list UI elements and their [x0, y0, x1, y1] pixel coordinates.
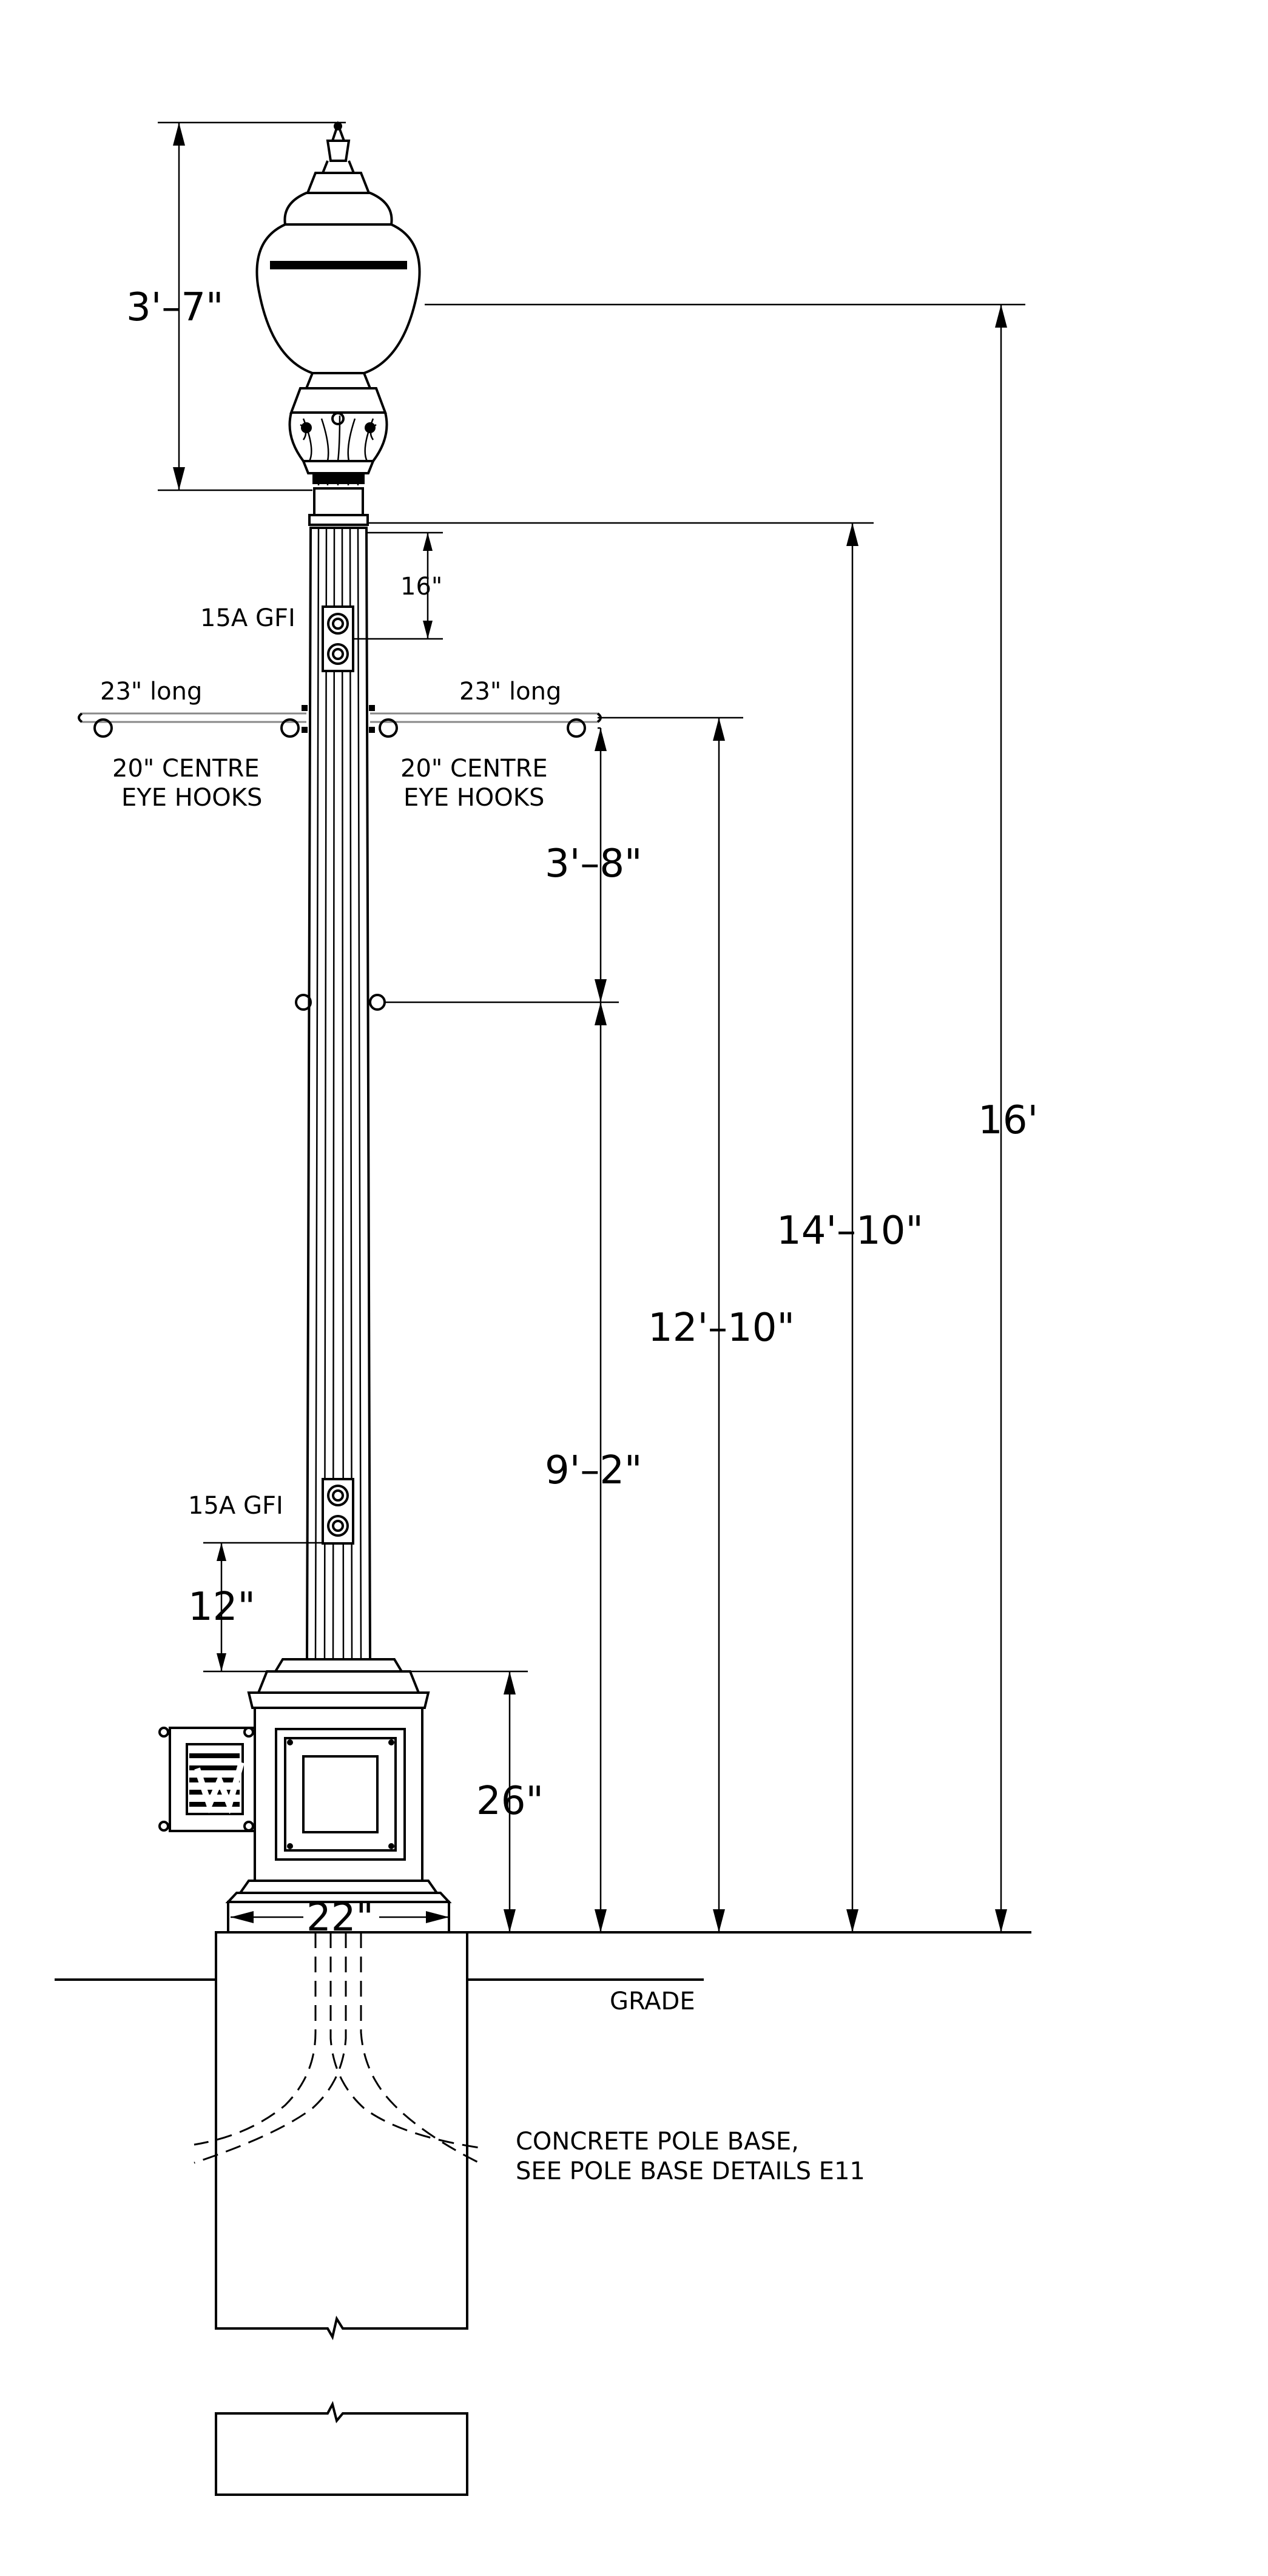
concrete-pole-base — [194, 1931, 480, 2496]
pole-base — [225, 1658, 452, 1934]
lower-gfi-label: 15A GFI — [188, 1492, 283, 1520]
total-height-dimension: 16' — [978, 1098, 1038, 1143]
luminaire — [255, 120, 421, 526]
luminaire-height-dimension: 3'–7" — [126, 285, 223, 330]
upper-gfi-outlet — [322, 605, 354, 672]
gfi-top-offset-dimension: 16" — [400, 573, 442, 601]
lower-eye-hooks — [295, 994, 386, 1011]
concrete-base-label-line2: SEE POLE BASE DETAILS E11 — [516, 2157, 865, 2185]
arm-height-dimension: 12'–10" — [648, 1306, 795, 1350]
left-eye-hooks-label-line2: EYE HOOKS — [121, 784, 262, 812]
hook-spacing-dimension: 3'–8" — [545, 841, 642, 886]
grade-line — [55, 1931, 1031, 1981]
grade-label: GRADE — [610, 1988, 695, 2015]
right-arm-length-label: 23" long — [459, 678, 561, 706]
right-eye-hooks-label-line1: 20" CENTRE — [400, 755, 548, 783]
upper-gfi-label: 15A GFI — [200, 604, 295, 632]
lower-gfi-offset-dimension: 12" — [188, 1585, 255, 1630]
lower-gfi-outlet — [322, 1478, 354, 1545]
pole-top-height-dimension: 14'–10" — [777, 1209, 923, 1253]
electrical-panel — [158, 1727, 256, 1832]
concrete-base-label-line1: CONCRETE POLE BASE, — [516, 2128, 799, 2156]
dimension-lines — [158, 121, 1025, 1932]
base-width-dimension: 22" — [306, 1895, 374, 1940]
left-arm-length-label: 23" long — [100, 678, 202, 706]
left-eye-hooks-label-line1: 20" CENTRE — [112, 755, 260, 783]
banner-arms — [78, 705, 602, 738]
right-eye-hooks-label-line2: EYE HOOKS — [403, 784, 544, 812]
base-height-dimension: 26" — [476, 1779, 544, 1824]
lower-hook-height-dimension: 9'–2" — [545, 1448, 642, 1493]
